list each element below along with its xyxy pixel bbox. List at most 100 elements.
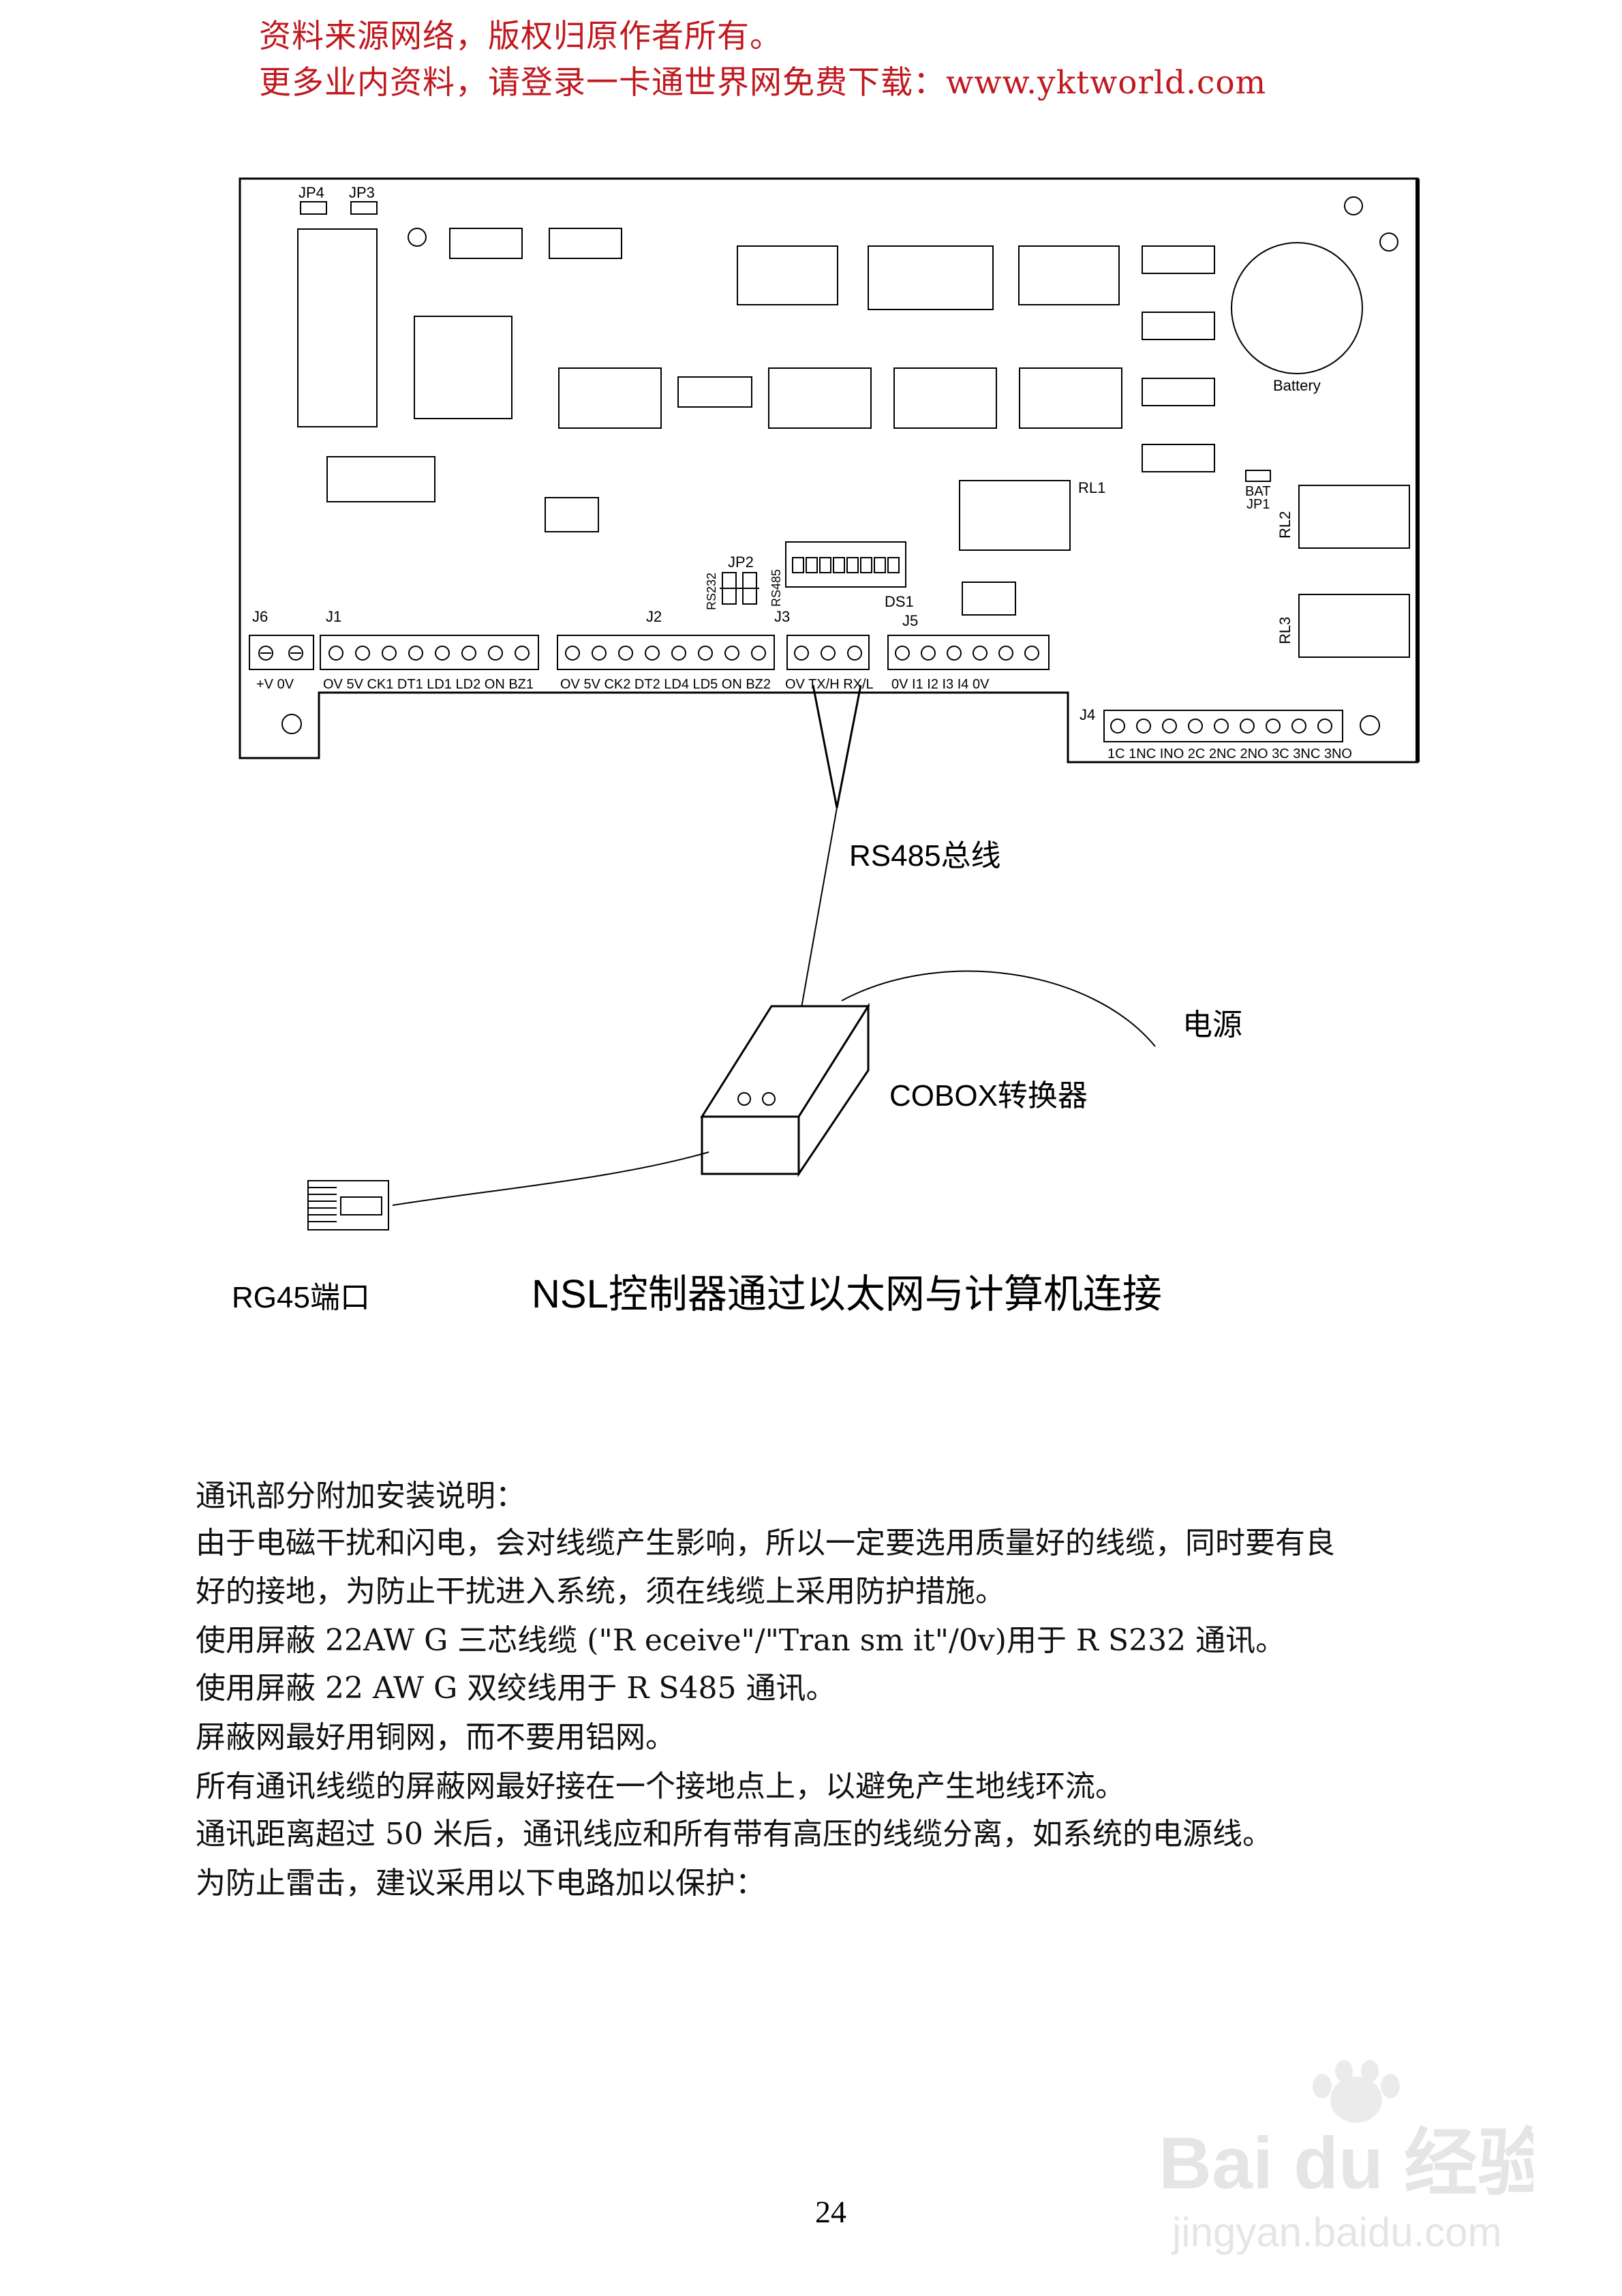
- cobox-label: COBOX转换器: [889, 1079, 1088, 1113]
- instruction-line: 通讯距离超过 50 米后，通讯线应和所有带有高压的线缆分离，如系统的电源线。: [196, 1817, 1272, 1852]
- chip: [1142, 444, 1215, 472]
- j5-pins: 0V I1 I2 I3 I4 0V: [891, 677, 990, 692]
- chip: [414, 316, 512, 419]
- chip: [1142, 245, 1215, 274]
- page-number: 24: [815, 2194, 846, 2229]
- chip: [326, 456, 435, 502]
- j1-label: J1: [326, 608, 341, 625]
- j6-pins: +V 0V: [256, 677, 294, 692]
- instruction-line: 所有通讯线缆的屏蔽网最好接在一个接地点上，以避免产生地线环流。: [196, 1769, 1125, 1804]
- jp4-jumper: [300, 201, 327, 215]
- j5-label: J5: [902, 612, 918, 629]
- terminal-screws: [895, 646, 1039, 661]
- relay-rl2: [1298, 485, 1410, 549]
- rs485-wire: [801, 807, 838, 1008]
- rl2-label: RL2: [1276, 511, 1294, 539]
- terminal-screws: [794, 646, 862, 661]
- j3-pins: OV TX/H RX/L: [785, 677, 874, 692]
- terminal-screws: [328, 646, 530, 661]
- terminal-screws: [258, 646, 303, 661]
- chip: [868, 245, 994, 310]
- header-line-2: 更多业内资料，请登录一卡通世界网免费下载：www.yktworld.com: [259, 64, 1267, 102]
- jp3-jumper: [350, 201, 378, 215]
- chip: [558, 367, 662, 429]
- chip: [1142, 378, 1215, 406]
- header-line-1: 资料来源网络，版权归原作者所有。: [259, 18, 782, 55]
- power-label: 电源: [1182, 1008, 1242, 1042]
- chip: [545, 497, 599, 532]
- j3-connector: [786, 635, 870, 670]
- rs232-label: RS232: [705, 573, 718, 610]
- watermark-brand: Bai du 经验: [1159, 2121, 1533, 2204]
- instruction-line: 使用屏蔽 22AW G 三芯线缆 ("R eceive"/"Tran sm it…: [196, 1623, 1286, 1658]
- instruction-line: 为防止雷击，建议采用以下电路加以保护：: [196, 1866, 765, 1901]
- j5-connector: [887, 635, 1050, 670]
- battery-label: Battery: [1273, 377, 1321, 394]
- chip: [1018, 245, 1120, 305]
- instruction-line: 使用屏蔽 22 AW G 双绞线用于 R S485 通讯。: [196, 1671, 836, 1706]
- chip: [1019, 367, 1122, 429]
- j4-pins: 1C 1NC INO 2C 2NC 2NO 3C 3NC 3NO: [1107, 746, 1352, 761]
- chip: [549, 228, 622, 259]
- j2-connector: [557, 635, 775, 670]
- rs485-label: RS485: [769, 569, 783, 607]
- rj45-connector-icon: [307, 1180, 389, 1230]
- mount-hole: [408, 228, 427, 247]
- rs485-bus-label: RS485总线: [849, 839, 1001, 873]
- instruction-line: 通讯部分附加安装说明：: [196, 1479, 525, 1513]
- instruction-line: 好的接地，为防止干扰进入系统，须在线缆上采用防护措施。: [196, 1574, 1005, 1609]
- mount-hole: [1379, 232, 1398, 252]
- bat-label: BAT: [1245, 484, 1270, 499]
- mount-hole: [1360, 715, 1380, 736]
- watermark-url: jingyan.baidu.com: [1171, 2209, 1502, 2255]
- chip: [893, 367, 997, 429]
- relay-rl3: [1298, 594, 1410, 658]
- chip: [449, 228, 523, 259]
- chip: [768, 367, 872, 429]
- baidu-watermark: Bai du 经验 jingyan.baidu.com: [1159, 2060, 1533, 2255]
- terminal-screws: [565, 646, 766, 661]
- led-icon: [762, 1092, 776, 1106]
- terminal-screws: [1110, 719, 1332, 734]
- battery-icon: [1231, 242, 1363, 374]
- dip-switch-keys: [792, 557, 900, 573]
- diagram-caption: NSL控制器通过以太网与计算机连接: [532, 1272, 1162, 1316]
- ds1-label: DS1: [885, 593, 914, 610]
- j2-pins: OV 5V CK2 DT2 LD4 LD5 ON BZ2: [560, 677, 771, 692]
- chip: [677, 376, 752, 408]
- chip: [962, 581, 1016, 616]
- instruction-line: 屏蔽网最好用铜网，而不要用铝网。: [196, 1720, 675, 1755]
- rg45-label: RG45端口: [232, 1281, 370, 1314]
- j3-label: J3: [774, 608, 790, 625]
- jp2-label: JP2: [728, 554, 754, 571]
- j4-label: J4: [1080, 706, 1095, 723]
- jp1-label: JP1: [1246, 497, 1270, 512]
- led-icon: [737, 1092, 751, 1106]
- j1-connector: [320, 635, 539, 670]
- chip: [737, 245, 838, 305]
- j6-label: J6: [252, 608, 268, 625]
- cobox-converter: [700, 1002, 870, 1177]
- mount-hole: [281, 714, 302, 734]
- paw-icon: [1313, 2060, 1400, 2123]
- power-wire: [841, 970, 1156, 1047]
- chip: [1142, 312, 1215, 340]
- j6-connector: [249, 635, 314, 670]
- instruction-line: 由于电磁干扰和闪电，会对线缆产生影响，所以一定要选用质量好的线缆，同时要有良: [196, 1526, 1335, 1560]
- rs485-wire: [812, 684, 862, 809]
- chip: [297, 228, 378, 427]
- j1-pins: OV 5V CK1 DT1 LD1 LD2 ON BZ1: [323, 677, 534, 692]
- j4-connector: [1103, 710, 1343, 742]
- dip-switch-ds1: [785, 541, 906, 588]
- jp1-jumper: [1245, 470, 1271, 482]
- mount-hole: [1344, 196, 1363, 215]
- board-outline: [239, 177, 1419, 764]
- rl3-label: RL3: [1276, 617, 1294, 644]
- j2-label: J2: [646, 608, 662, 625]
- rl1-label: RL1: [1078, 479, 1105, 496]
- ethernet-cable: [392, 1151, 709, 1206]
- jp3-label: JP3: [349, 184, 375, 201]
- controller-wiring-diagram: JP4 JP3 Battery RL1 BAT JP1 RL2 RL3 JP2 …: [232, 177, 1420, 1316]
- jp4-label: JP4: [299, 184, 324, 201]
- relay-rl1: [959, 480, 1071, 551]
